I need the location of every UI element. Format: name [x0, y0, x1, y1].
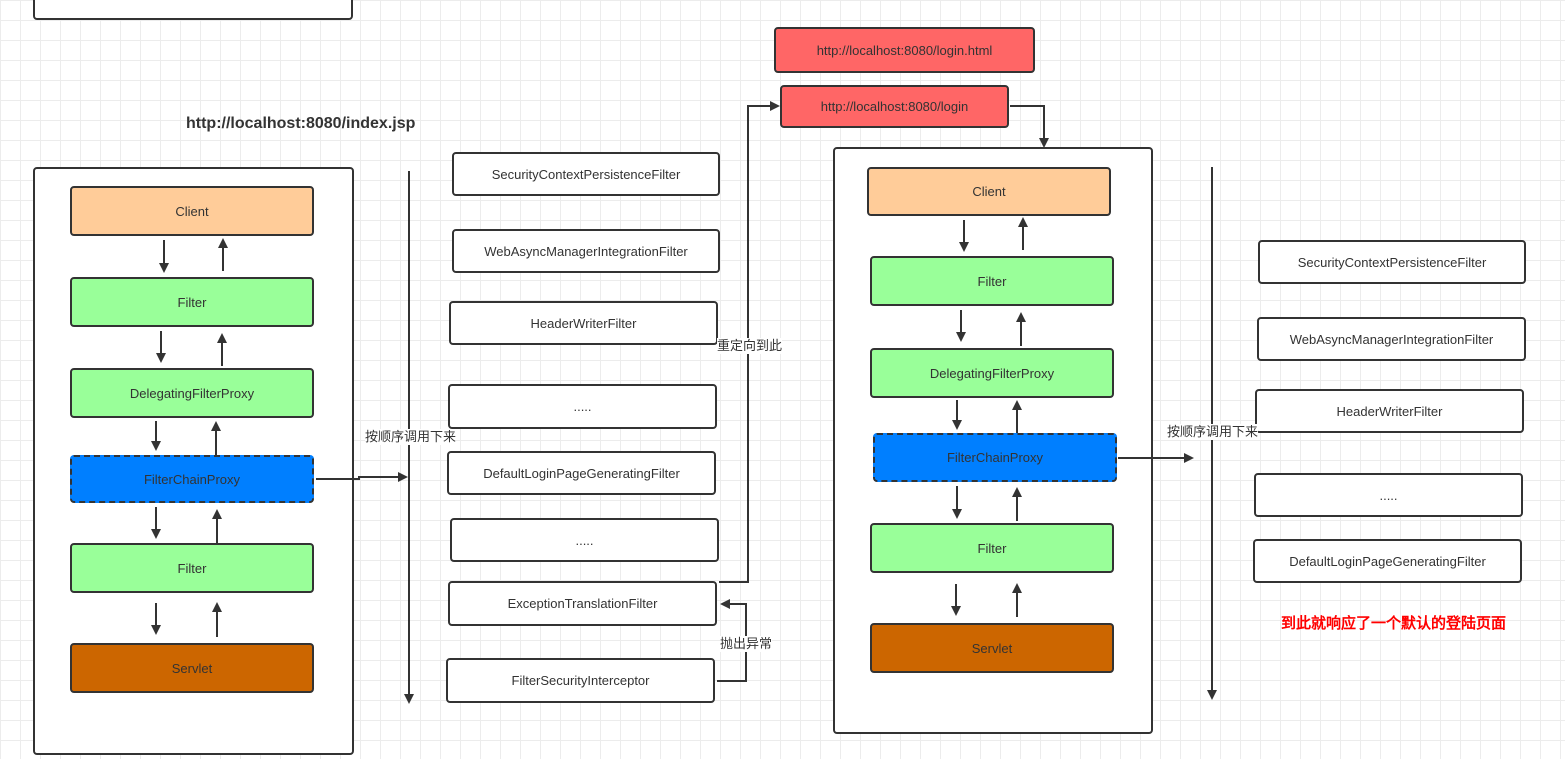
left-delegating-filter-proxy-box: DelegatingFilterProxy	[70, 368, 314, 418]
throw-exception-label: 抛出异常	[720, 636, 773, 652]
left-client-box: Client	[70, 186, 314, 236]
result-note: 到此就响应了一个默认的登陆页面	[1281, 615, 1507, 632]
left-chain-filter-6: .....	[450, 518, 719, 562]
right-chain-filter-1: SecurityContextPersistenceFilter	[1258, 240, 1526, 284]
left-chain-filter-7: ExceptionTranslationFilter	[448, 581, 717, 626]
left-chain-filter-2: WebAsyncManagerIntegrationFilter	[452, 229, 720, 273]
left-filter-top-box: Filter	[70, 277, 314, 327]
left-url-title: http://localhost:8080/index.jsp	[186, 115, 416, 132]
left-chain-filter-3: HeaderWriterFilter	[449, 301, 718, 345]
left-servlet-box: Servlet	[70, 643, 314, 693]
left-chain-filter-1: SecurityContextPersistenceFilter	[452, 152, 720, 196]
redirect-label: 重定向到此	[717, 338, 783, 354]
left-filter-bottom-box: Filter	[70, 543, 314, 593]
left-sequence-label: 按顺序调用下来	[365, 429, 457, 445]
top-partial-box	[33, 0, 353, 20]
left-chain-filter-5: DefaultLoginPageGeneratingFilter	[447, 451, 716, 495]
left-filter-chain-proxy-box: FilterChainProxy	[70, 455, 314, 503]
login-url-box: http://localhost:8080/login	[780, 85, 1009, 128]
right-filter-bottom-box: Filter	[870, 523, 1114, 573]
right-sequence-label: 按顺序调用下来	[1167, 424, 1259, 440]
right-delegating-filter-proxy-box: DelegatingFilterProxy	[870, 348, 1114, 398]
login-html-url-box: http://localhost:8080/login.html	[774, 27, 1035, 73]
right-servlet-box: Servlet	[870, 623, 1114, 673]
right-filter-top-box: Filter	[870, 256, 1114, 306]
right-chain-filter-2: WebAsyncManagerIntegrationFilter	[1257, 317, 1526, 361]
left-chain-filter-4: .....	[448, 384, 717, 429]
right-chain-filter-5: DefaultLoginPageGeneratingFilter	[1253, 539, 1522, 583]
right-client-box: Client	[867, 167, 1111, 216]
right-filter-chain-proxy-box: FilterChainProxy	[873, 433, 1117, 482]
left-chain-filter-8: FilterSecurityInterceptor	[446, 658, 715, 703]
right-chain-filter-3: HeaderWriterFilter	[1255, 389, 1524, 433]
right-chain-filter-4: .....	[1254, 473, 1523, 517]
